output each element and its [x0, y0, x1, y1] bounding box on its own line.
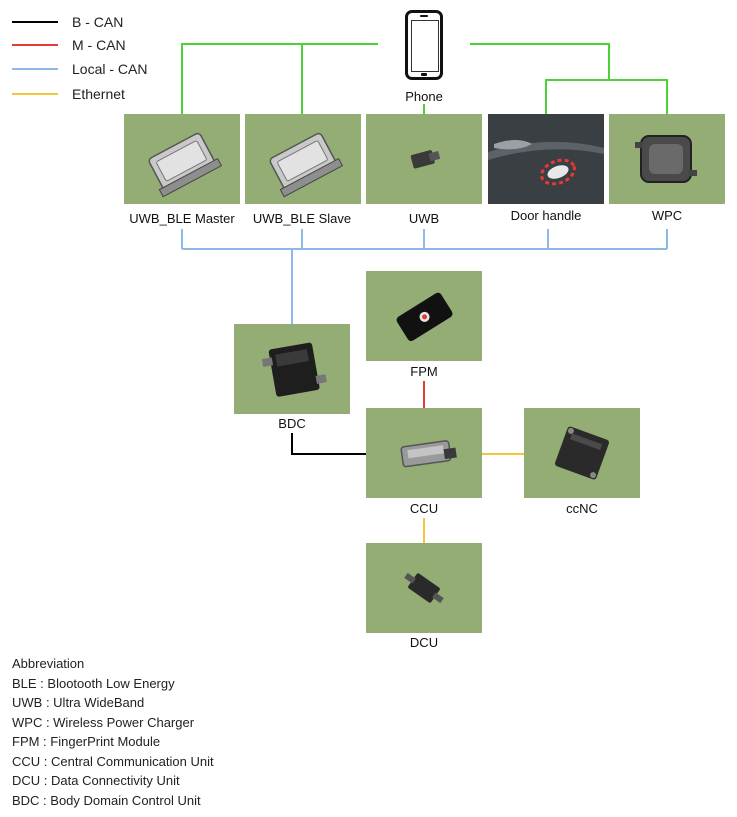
wireless-charger-icon: [635, 135, 697, 183]
abbreviation-item: FPM : FingerPrint Module: [12, 734, 161, 749]
uwb-ble-slave-label: UWB_BLE Slave: [252, 211, 352, 226]
module-uwb-ble-master: [124, 114, 240, 204]
uwb-ble-module-icon: [269, 132, 344, 198]
module-uwb-ble-slave: [245, 114, 361, 204]
fingerprint-module-icon: [396, 292, 453, 341]
abbreviation-item: BLE : Blootooth Low Energy: [12, 676, 175, 691]
wpc-label: WPC: [651, 208, 683, 223]
uwb-ble-module-icon: [148, 132, 223, 198]
module-bdc: [234, 324, 350, 414]
smartphone-icon: [405, 10, 443, 80]
phone-label: Phone: [405, 89, 443, 104]
bdc-label: BDC: [278, 416, 306, 431]
module-uwb: [366, 114, 482, 204]
green-wire-right: [470, 43, 610, 80]
abbreviation-item: CCU : Central Communication Unit: [12, 754, 214, 769]
control-unit-icon: [261, 342, 327, 397]
legend-line-m-can: [12, 44, 58, 46]
green-wire-door-wpc: [545, 79, 668, 114]
legend-m-can: M - CAN: [12, 36, 126, 54]
legend-line-b-can: [12, 21, 58, 23]
ccu-label: CCU: [409, 501, 439, 516]
legend-line-local-can: [12, 68, 58, 70]
module-fpm: [366, 271, 482, 361]
abbreviation-item: WPC : Wireless Power Charger: [12, 715, 195, 730]
legend-ethernet: Ethernet: [12, 85, 125, 103]
module-ccnc: [524, 408, 640, 498]
navigation-unit-icon: [554, 426, 610, 480]
uwb-ble-master-label: UWB_BLE Master: [129, 211, 235, 226]
green-wire-left: [181, 43, 378, 114]
communication-unit-icon: [400, 440, 457, 468]
uwb-label: UWB: [408, 211, 440, 226]
module-dcu: [366, 543, 482, 633]
door-handle-label: Door handle: [510, 208, 582, 223]
abbreviation-item: DCU : Data Connectivity Unit: [12, 773, 180, 788]
module-ccu: [366, 408, 482, 498]
legend-local-can: Local - CAN: [12, 60, 147, 78]
legend-line-ethernet: [12, 93, 58, 95]
abbreviation-title: Abbreviation: [12, 656, 85, 671]
uwb-antenna-icon: [410, 150, 441, 169]
b-can-wire-bdc-ccu: [291, 433, 366, 455]
local-can-wires: [181, 229, 668, 324]
legend-label-b-can: B - CAN: [72, 14, 124, 30]
legend-label-local-can: Local - CAN: [72, 61, 148, 77]
door-handle-icon: [488, 114, 604, 204]
fpm-label: FPM: [410, 364, 438, 379]
legend-label-ethernet: Ethernet: [72, 86, 125, 102]
abbreviation-item: UWB : Ultra WideBand: [12, 695, 145, 710]
ccnc-label: ccNC: [566, 501, 598, 516]
abbreviation-item: BDC : Body Domain Control Unit: [12, 793, 201, 808]
legend-b-can: B - CAN: [12, 13, 123, 31]
connectivity-unit-icon: [404, 572, 444, 604]
dcu-label: DCU: [409, 635, 439, 650]
green-wires: [181, 43, 668, 114]
module-wpc: [609, 114, 725, 204]
module-door-handle: [488, 114, 604, 204]
legend-label-m-can: M - CAN: [72, 37, 126, 53]
